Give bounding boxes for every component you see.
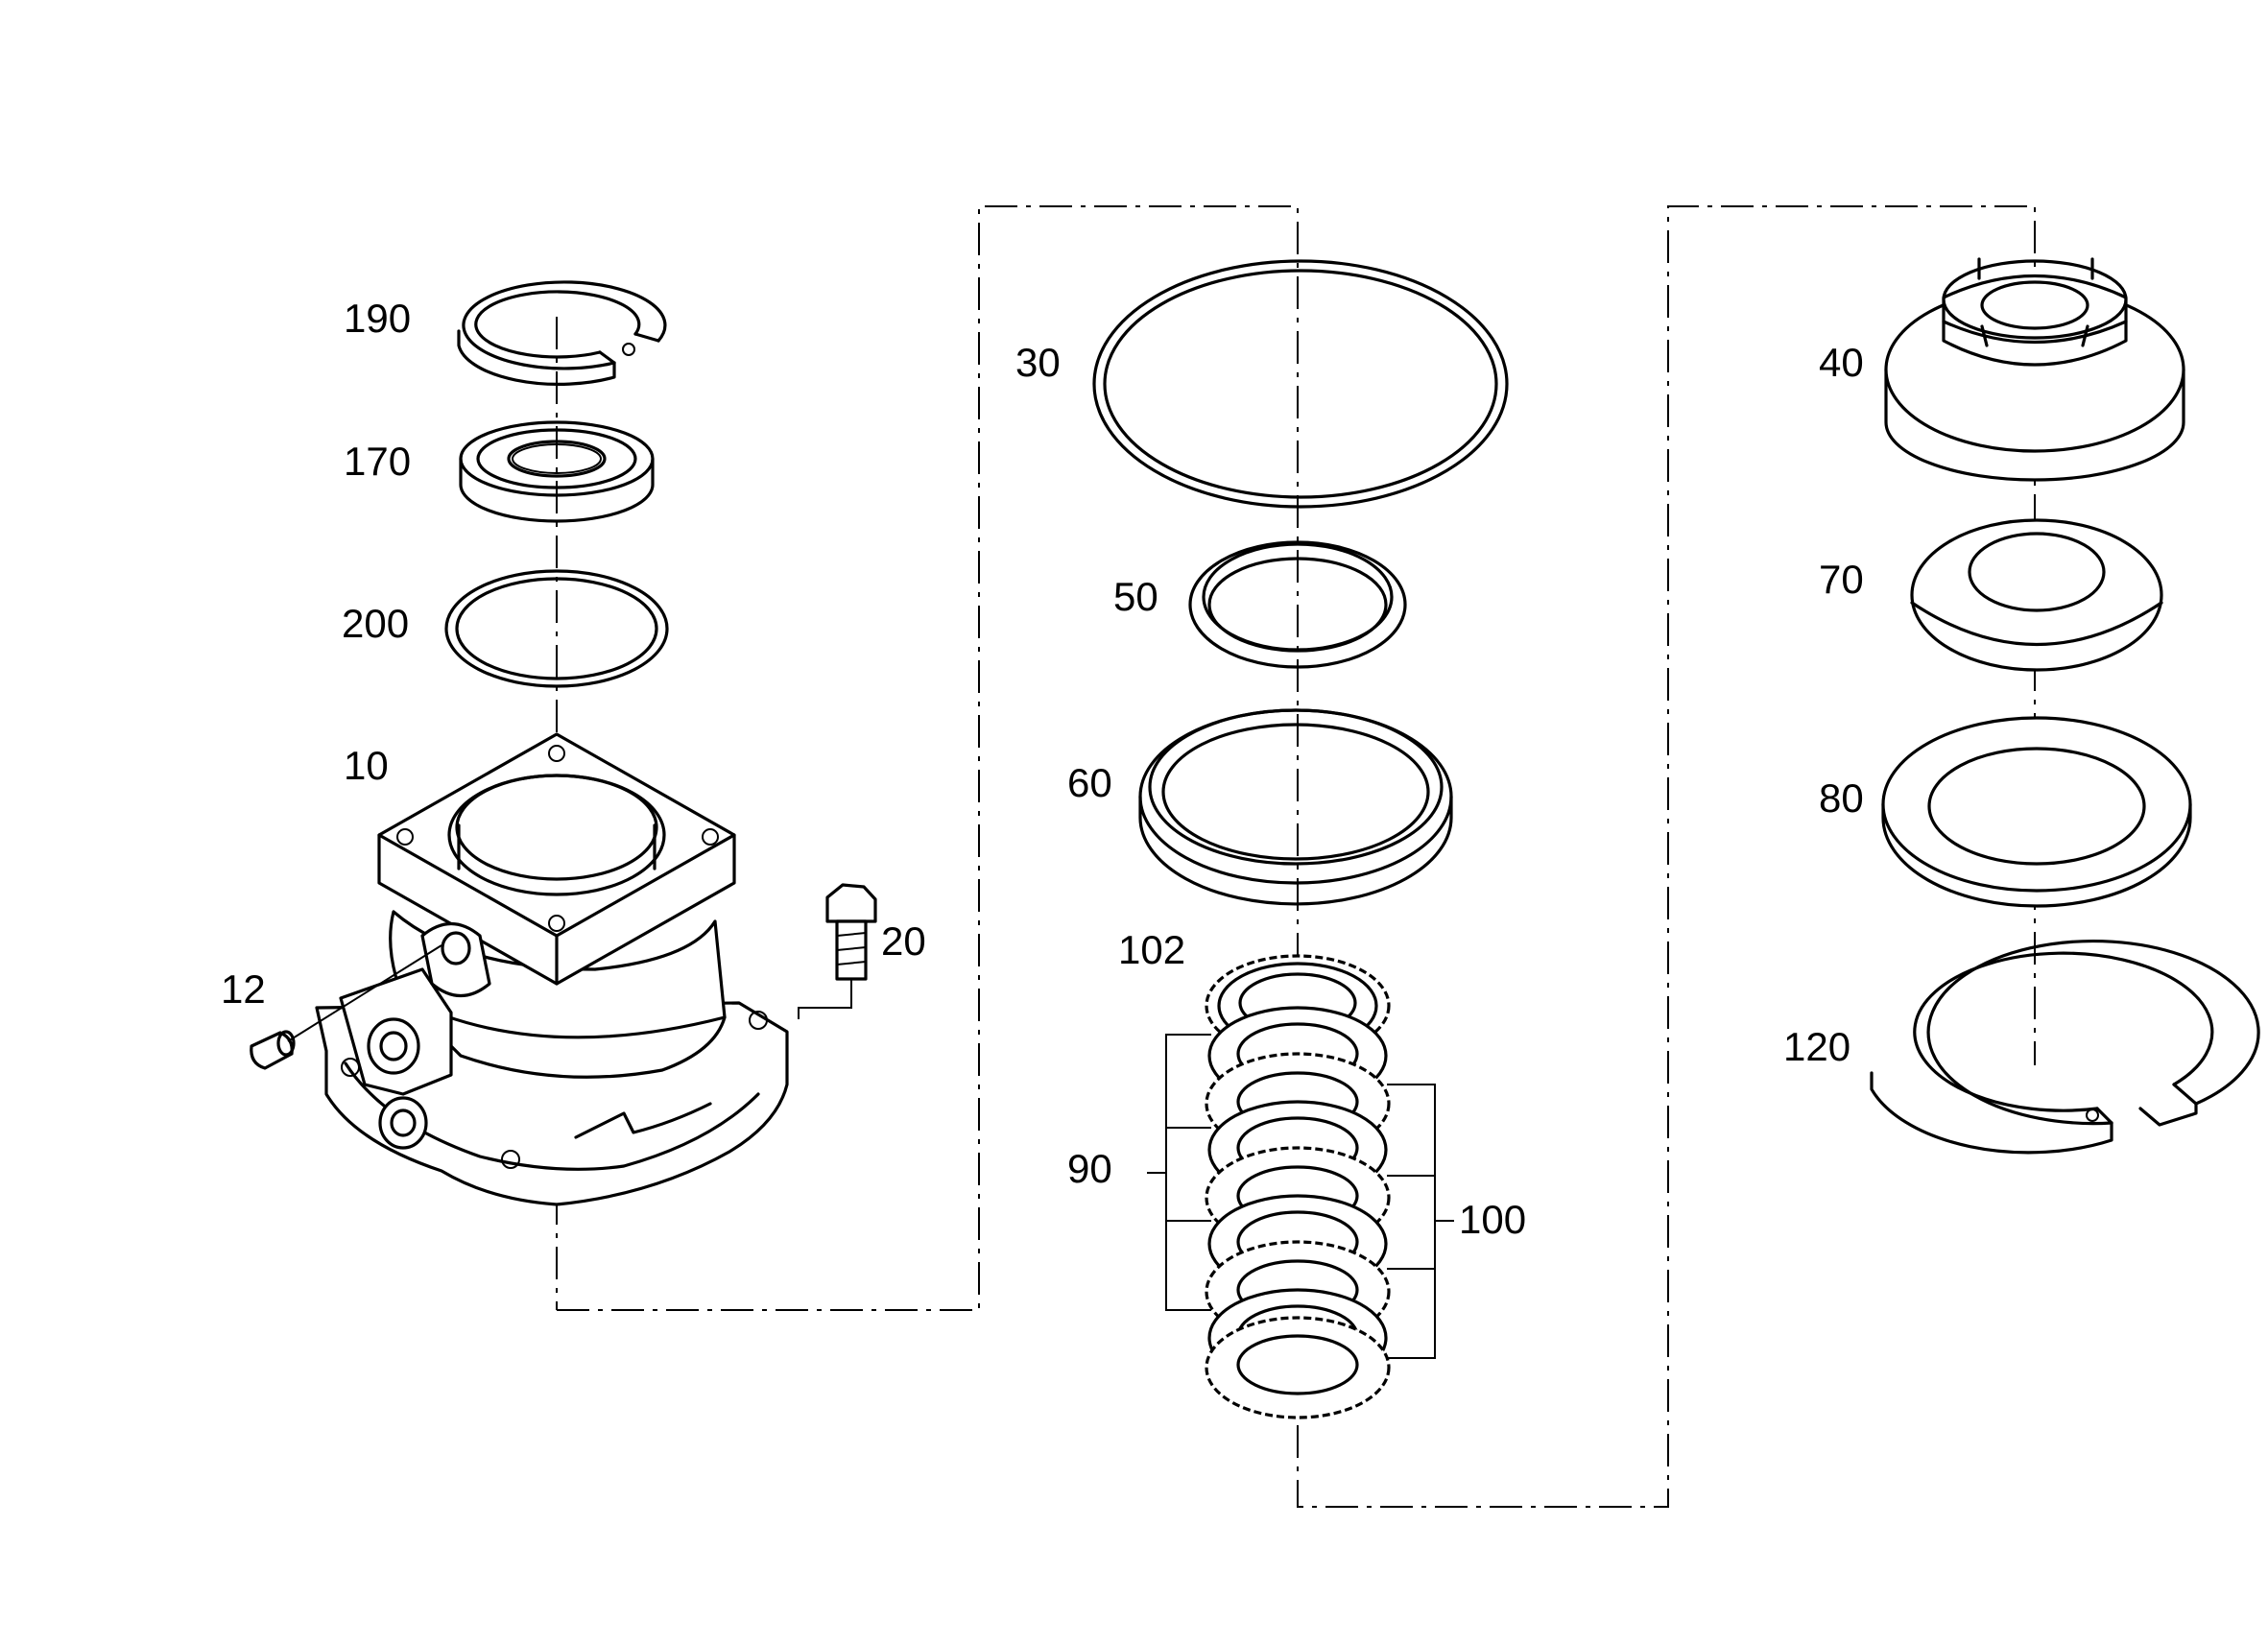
callout-120: 120 [1783,1024,1850,1069]
callout-170: 170 [344,439,411,484]
callout-102: 102 [1118,927,1185,972]
callout-80: 80 [1819,775,1864,821]
callout-90: 90 [1067,1146,1112,1191]
parts-90-100-102-disc-pack [1205,954,1391,1419]
part-60-ring [1138,708,1453,906]
part-120-snap-ring [1870,939,2260,1155]
callout-10: 10 [344,743,389,788]
part-200-o-ring [444,569,669,688]
callout-70: 70 [1819,557,1864,602]
callout-190: 190 [344,296,411,341]
part-12-plug [250,944,442,1070]
part-170-seal [459,420,655,523]
part-40-piston [1884,257,2185,482]
part-10-housing [315,732,789,1206]
part-20-bolt [798,883,877,1019]
part-30-large-o-ring [1092,259,1509,509]
callout-40: 40 [1819,340,1864,385]
disc-100-4 [1205,1316,1391,1419]
callout-200: 200 [342,601,409,646]
callout-12: 12 [221,966,266,1012]
bracket-100 [1387,1084,1454,1359]
bracket-90 [1147,1034,1211,1311]
callout-50: 50 [1113,574,1158,619]
callout-30: 30 [1015,340,1061,385]
part-70-spring-washer [1910,518,2163,672]
callout-60: 60 [1067,760,1112,805]
part-190-circlip [457,280,667,386]
part-80-washer [1881,716,2192,908]
part-50-ring [1188,540,1407,669]
callout-100: 100 [1459,1197,1526,1242]
callout-20: 20 [881,918,926,964]
callout-labels: 190 170 200 10 12 20 30 50 60 102 90 100… [221,296,1864,1242]
